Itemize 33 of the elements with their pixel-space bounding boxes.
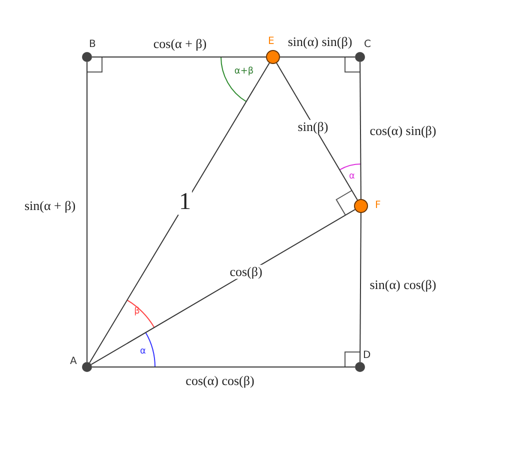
angle-label: α+β: [234, 68, 254, 76]
edge-label: sin(α) sin(β): [286, 34, 354, 50]
point-dot: [354, 199, 368, 213]
point-label: F: [375, 201, 381, 211]
angle-label: α: [140, 348, 146, 356]
line-segment: [92, 56, 266, 58]
line-segment: [360, 62, 362, 200]
point-label: B: [89, 40, 96, 50]
point-dot: [266, 50, 280, 64]
edge-label: 1: [178, 188, 192, 216]
line-segment: [86, 62, 88, 362]
point-label: E: [268, 37, 274, 47]
point-dot: [82, 362, 92, 372]
point-dot: [355, 362, 365, 372]
edge-label: cos(α + β): [152, 36, 208, 52]
line-segment: [360, 212, 362, 362]
point-label: A: [70, 357, 77, 367]
line-segment: [276, 62, 358, 200]
edge-label: cos(α) cos(β): [184, 374, 256, 388]
point-dot: [355, 52, 365, 62]
point-label: D: [363, 351, 371, 361]
line-segment: [280, 56, 356, 58]
point-dot: [82, 52, 92, 62]
edge-label: sin(α) cos(β): [368, 278, 438, 292]
edge-label: sin(α + β): [23, 198, 77, 214]
line-segment: [89, 62, 270, 364]
line-segment: [92, 366, 356, 368]
edge-label: sin(β): [296, 120, 330, 134]
angle-label: α: [349, 172, 355, 182]
point-label: C: [364, 40, 371, 50]
edge-label: cos(β): [228, 264, 264, 280]
edge-label: cos(α) sin(β): [368, 124, 438, 138]
line-segment: [90, 209, 356, 365]
